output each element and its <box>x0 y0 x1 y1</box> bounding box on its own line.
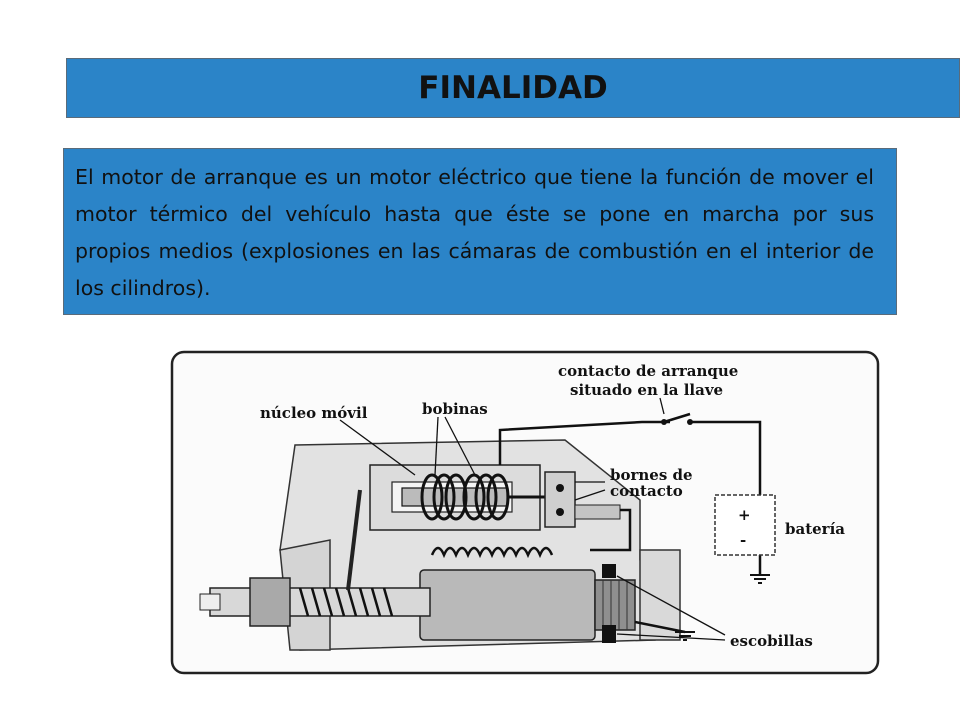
battery-minus-sign: - <box>740 531 746 549</box>
label-bobinas: bobinas <box>422 400 488 418</box>
coils <box>420 473 510 521</box>
label-contacto-arranque-2: situado en la llave <box>570 381 723 399</box>
battery-plus-sign: + <box>738 506 751 524</box>
ground-icon <box>675 574 770 641</box>
field-winding <box>430 546 554 559</box>
brushes <box>602 564 616 643</box>
leader-lines <box>339 397 726 641</box>
label-nucleo-movil: núcleo móvil <box>260 404 368 422</box>
label-bornes-2: contacto <box>610 482 683 500</box>
label-bornes-1: bornes de <box>610 466 693 484</box>
label-escobillas: escobillas <box>730 632 813 650</box>
armature <box>419 569 636 641</box>
contact-terminals <box>544 471 621 528</box>
fork-lever <box>346 489 362 591</box>
label-contacto-arranque-1: contacto de arranque <box>558 362 738 380</box>
key-switch <box>661 412 693 425</box>
slide-title: FINALIDAD <box>418 70 608 106</box>
label-bateria: batería <box>785 520 845 538</box>
description-box: El motor de arranque es un motor eléctri… <box>63 148 897 315</box>
shaft-pinion <box>199 577 431 627</box>
title-bar: FINALIDAD <box>66 58 960 118</box>
starter-motor-diagram: + - contacto de arranque situado en la l… <box>170 350 880 675</box>
battery-icon: + - <box>714 494 776 556</box>
wiring <box>498 420 762 634</box>
description-text: El motor de arranque es un motor eléctri… <box>75 165 874 300</box>
